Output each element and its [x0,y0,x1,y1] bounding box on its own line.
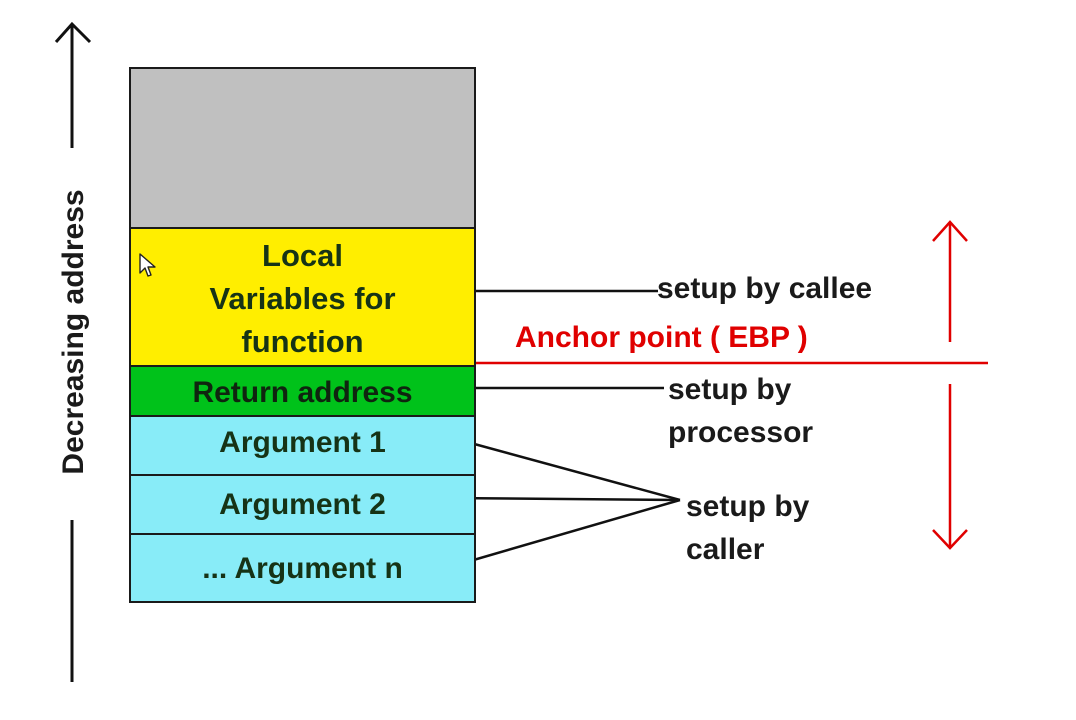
processor-line-1: setup by [668,373,792,406]
locals-line-1: Local [262,237,343,273]
argument-n-label: ... Argument n [202,552,403,585]
mouse-pointer-icon [139,253,156,277]
stack-block-argument-n: ... Argument n [129,533,476,603]
caller-line-1: setup by [686,490,810,523]
caller-connector-argn [445,498,681,570]
callee-annotation: setup by callee [657,268,872,309]
caller-line-2: caller [686,533,765,566]
caller-annotation: setup by caller [686,485,809,571]
anchor-up-arrow-icon [932,220,968,342]
processor-annotation: setup by processor [668,368,813,454]
stack-block-argument-2: Argument 2 [129,474,476,535]
caller-connector-arg2 [443,496,681,502]
stack-block-unused [129,67,476,229]
stack-block-locals: Local Variables for function [129,227,476,367]
caller-connector-arg1 [455,437,681,502]
argument-2-label: Argument 2 [219,487,386,521]
anchor-down-arrow-icon [932,384,968,550]
processor-line-2: processor [668,416,814,449]
callee-line-1: setup by callee [657,272,873,305]
stack-block-return-address: Return address [129,365,476,417]
locals-line-2: Variables for [209,280,396,316]
axis-label: Decreasing address [57,189,90,475]
stack-block-argument-1: Argument 1 [129,415,476,476]
locals-line-3: function [241,323,364,359]
anchor-annotation: Anchor point ( EBP ) [515,321,808,354]
return-address-label: Return address [192,376,413,409]
argument-1-label: Argument 1 [219,425,386,459]
axis-arrow-icon [54,21,92,682]
